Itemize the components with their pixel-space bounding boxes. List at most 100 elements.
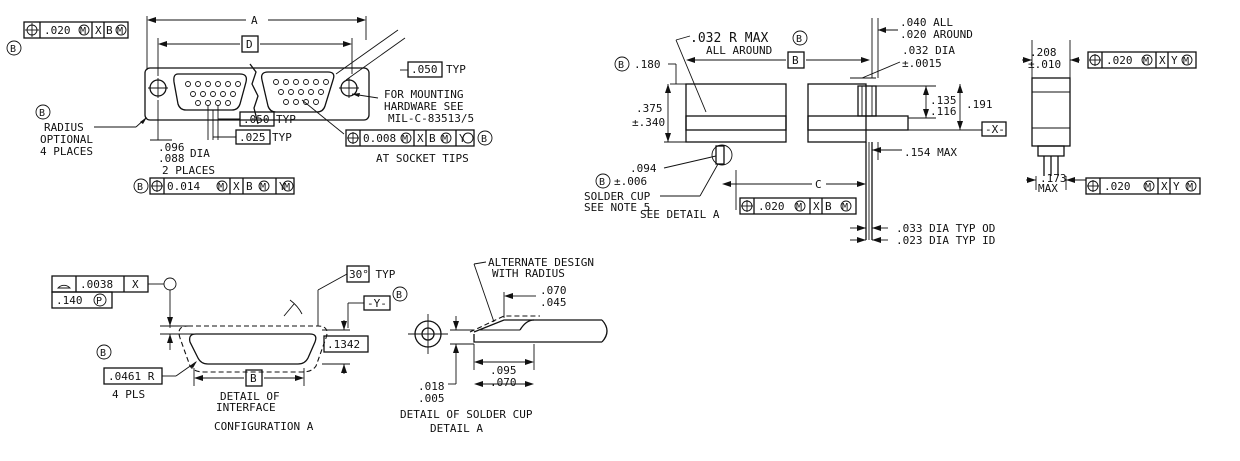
id-023-value: .023 DIA TYP ID [896, 234, 995, 247]
solder-cup-side-view [469, 315, 608, 343]
fcf-side: .020 M X B M [739, 197, 857, 215]
see-detail-label: SEE DETAIL A [640, 208, 720, 221]
solder-cup-end-view [408, 314, 448, 354]
dim-b-side: B [686, 51, 870, 69]
see-note-label: SEE NOTE 5 [584, 201, 650, 214]
dim-005-value: .005 [418, 392, 445, 405]
pitch-025-value: .025 [239, 131, 266, 144]
dim-180: B .180 [614, 56, 686, 85]
detail-a-title: DETAIL A [430, 422, 483, 435]
mounting-note-line1: FOR MOUNTING [384, 88, 463, 101]
dia-word: DIA [190, 147, 210, 160]
datum-y-config: -Y- B [347, 286, 408, 328]
fcf-profile: .0038 X .140 P [51, 275, 177, 328]
b-flag: B [796, 34, 802, 45]
detail-interface-line1: DETAIL OF [220, 390, 280, 403]
dim-070b-value: .070 [490, 376, 517, 389]
dim-154-value: .154 MAX [904, 146, 957, 159]
all-around: ALL AROUND [706, 44, 772, 57]
fcf-end-value: .020 [1106, 54, 1133, 67]
b-flag: B [10, 44, 16, 55]
r-max-note: .032 R MAX B ALL AROUND [675, 30, 808, 113]
pitch-dims: .050 TYP .025 TYP [207, 106, 296, 145]
fcf-end-value: .020 [1104, 180, 1131, 193]
dim-b-config: B [193, 368, 305, 387]
dim-b-label: B [792, 54, 799, 67]
b-flag: B [618, 60, 624, 71]
side-view: .032 R MAX B ALL AROUND B [584, 16, 1007, 247]
four-pls-label: 4 PLS [112, 388, 145, 401]
dia-096-value: .096 [158, 141, 185, 154]
fcf-top-left: .020 M X B M B [6, 21, 129, 56]
dim-154: .154 MAX [872, 142, 957, 160]
mmc-marker: M [260, 182, 266, 193]
dim-095-value: .095 [490, 364, 517, 377]
radius-optional-line1: RADIUS [44, 121, 84, 134]
radius-optional-line2: OPTIONAL [40, 133, 93, 146]
side-body [685, 83, 909, 240]
radius-optional-line3: 4 PLACES [40, 145, 93, 158]
dim-010-value: ±.010 [1028, 58, 1061, 71]
typ-word: TYP [272, 131, 292, 144]
dim-c: C [722, 178, 866, 191]
dim-od-id: .033 DIA TYP OD .023 DIA TYP ID [850, 222, 995, 247]
dim-020-value: .020 AROUND [900, 28, 973, 41]
typ-050-value: .050 [411, 63, 438, 76]
dim-135-value: .135 [930, 94, 957, 107]
solder-cup-title: DETAIL OF SOLDER CUP [400, 408, 533, 421]
solder-cup-note: SOLDER CUP SEE NOTE 5 SEE DETAIL A [584, 163, 737, 221]
b-flag: B [137, 182, 143, 193]
dia-096: .096 .088 DIA 2 PLACES [150, 100, 215, 177]
connector-shell [144, 63, 370, 125]
mmc-marker: M [1143, 56, 1149, 67]
alt-design-line1: ALTERNATE DESIGN [488, 256, 594, 269]
profile-datum-x: X [132, 278, 139, 291]
dim-006-value: ±.006 [614, 175, 647, 188]
fcf-socket-datum-x: X [417, 132, 424, 145]
r-max-value: .032 R MAX [690, 31, 768, 46]
dia-088-value: .088 [158, 152, 185, 165]
configuration-a: .0038 X .140 P 30° TYP [51, 265, 408, 433]
dim-045-value: .045 [540, 296, 567, 309]
dim-173-max: MAX [1038, 182, 1058, 195]
projected-zone-marker: P [96, 296, 102, 307]
b-flag: B [100, 348, 106, 359]
fcf-top-left-value: .020 [44, 24, 71, 37]
dim-173-value: .173 [1040, 172, 1067, 185]
mmc-marker: M [218, 182, 224, 193]
fcf-side-datum-b: B [825, 200, 832, 213]
b-flag: B [599, 177, 605, 188]
fcf-socket: 0.008 M X B M Y B AT SOCKET TIPS [301, 99, 493, 165]
mmc-marker: M [1187, 182, 1193, 193]
fcf-top-left-datum-x: X [95, 24, 102, 37]
mmc-marker: M [842, 202, 848, 213]
dim-340-value: ±.340 [632, 116, 665, 129]
dim-d-label: D [246, 38, 253, 51]
typ-word: TYP [276, 113, 296, 126]
dim-040: .040 ALL .020 AROUND [871, 16, 973, 78]
fcf-end-datum-x: X [1161, 180, 1168, 193]
fcf-side-value: .020 [758, 200, 785, 213]
radius-0461-value: .0461 R [108, 370, 155, 383]
dim-040-value: .040 ALL [900, 16, 953, 29]
solder-cup-label: SOLDER CUP [584, 190, 651, 203]
alt-design-note: ALTERNATE DESIGN WITH RADIUS [473, 256, 594, 323]
interface-outline [160, 317, 328, 373]
two-places: 2 PLACES [162, 164, 215, 177]
dim-375-value: .375 [636, 102, 663, 115]
end-view: .208 ±.010 .020 M X Y M .173 MAX [1022, 40, 1201, 195]
dim-0461: B .0461 R 4 PLS [96, 344, 197, 401]
mmc-marker: M [80, 26, 86, 37]
mounting-note: FOR MOUNTING HARDWARE SEE MIL-C-83513/5 [351, 88, 474, 125]
detail-interface-line2: INTERFACE [216, 401, 276, 414]
dim-018-005: .018 .005 [418, 316, 474, 405]
mmc-marker: M [402, 134, 408, 145]
dim-070-value: .070 [540, 284, 567, 297]
fcf-bottom-datum-x: X [233, 180, 240, 193]
contact-pins-right [273, 79, 329, 105]
typ-30: 30° TYP [283, 265, 396, 326]
mounting-note-line2: HARDWARE SEE [384, 100, 463, 113]
mmc-marker: M [442, 134, 448, 145]
dim-180-value: .180 [634, 58, 661, 71]
